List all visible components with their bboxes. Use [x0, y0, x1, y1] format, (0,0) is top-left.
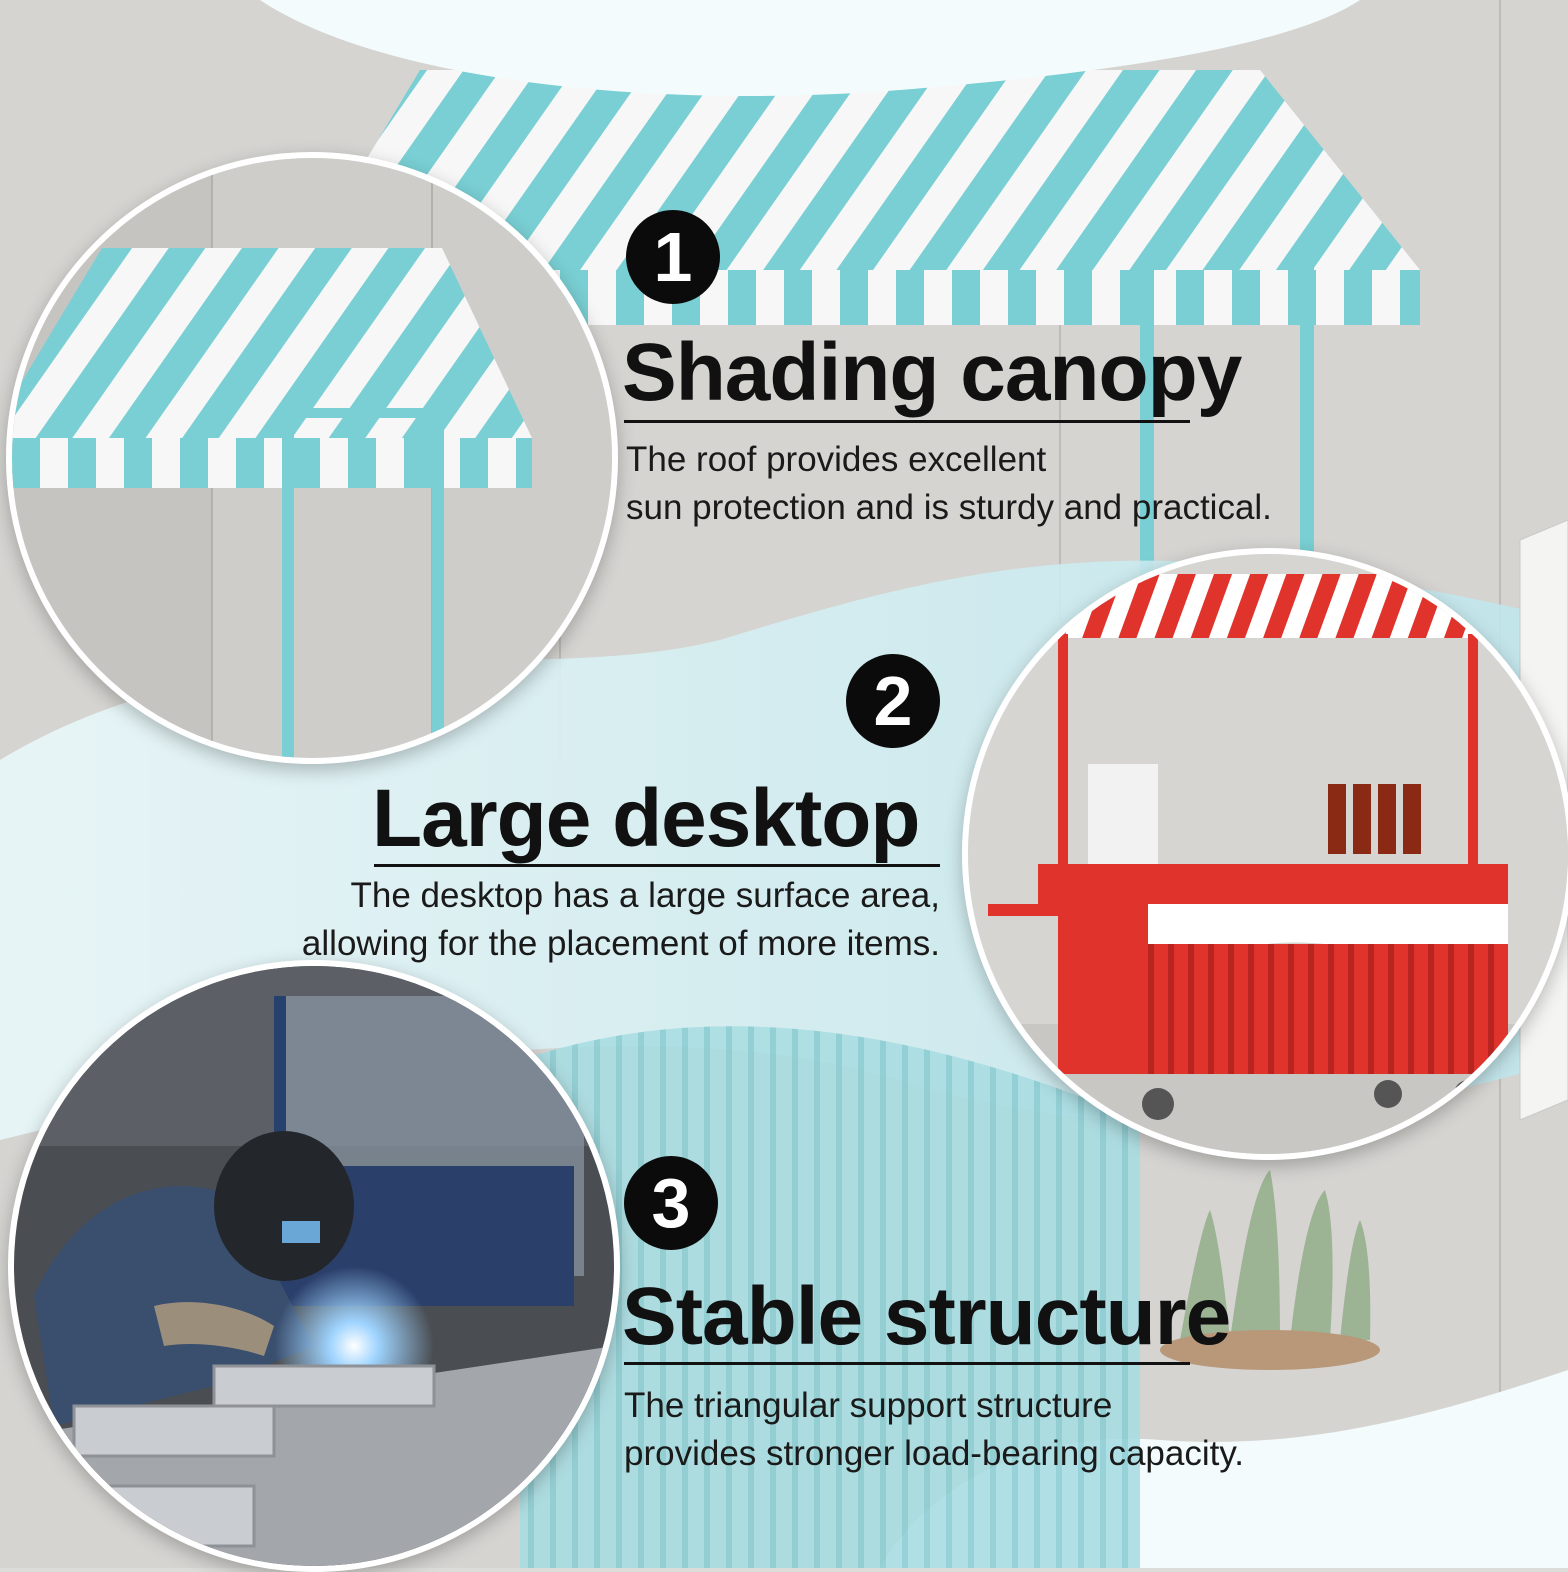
feature-description-line: sun protection and is sturdy and practic…	[626, 488, 1272, 527]
red-cart-photo	[962, 548, 1568, 1160]
welder-photo	[8, 960, 620, 1572]
feature-description-line: allowing for the placement of more items…	[301, 924, 940, 963]
title-underline	[624, 1362, 1190, 1365]
feature-number-badge: 3	[624, 1156, 718, 1250]
canopy-closeup-photo	[6, 152, 618, 764]
feature-description-line: The roof provides excellent	[626, 440, 1047, 479]
title-underline	[374, 864, 940, 867]
feature-description-line: The triangular support structure	[624, 1386, 1113, 1425]
feature-description-line: provides stronger load-bearing capacity.	[624, 1434, 1244, 1473]
feature-title: Shading canopy	[622, 327, 1242, 418]
feature-number-badge: 1	[626, 210, 720, 304]
title-underline	[624, 420, 1190, 423]
feature-title: Stable structure	[622, 1271, 1231, 1362]
feature-title: Large desktop	[372, 773, 920, 864]
feature-description-line: The desktop has a large surface area,	[350, 876, 940, 915]
feature-number-badge: 2	[846, 654, 940, 748]
